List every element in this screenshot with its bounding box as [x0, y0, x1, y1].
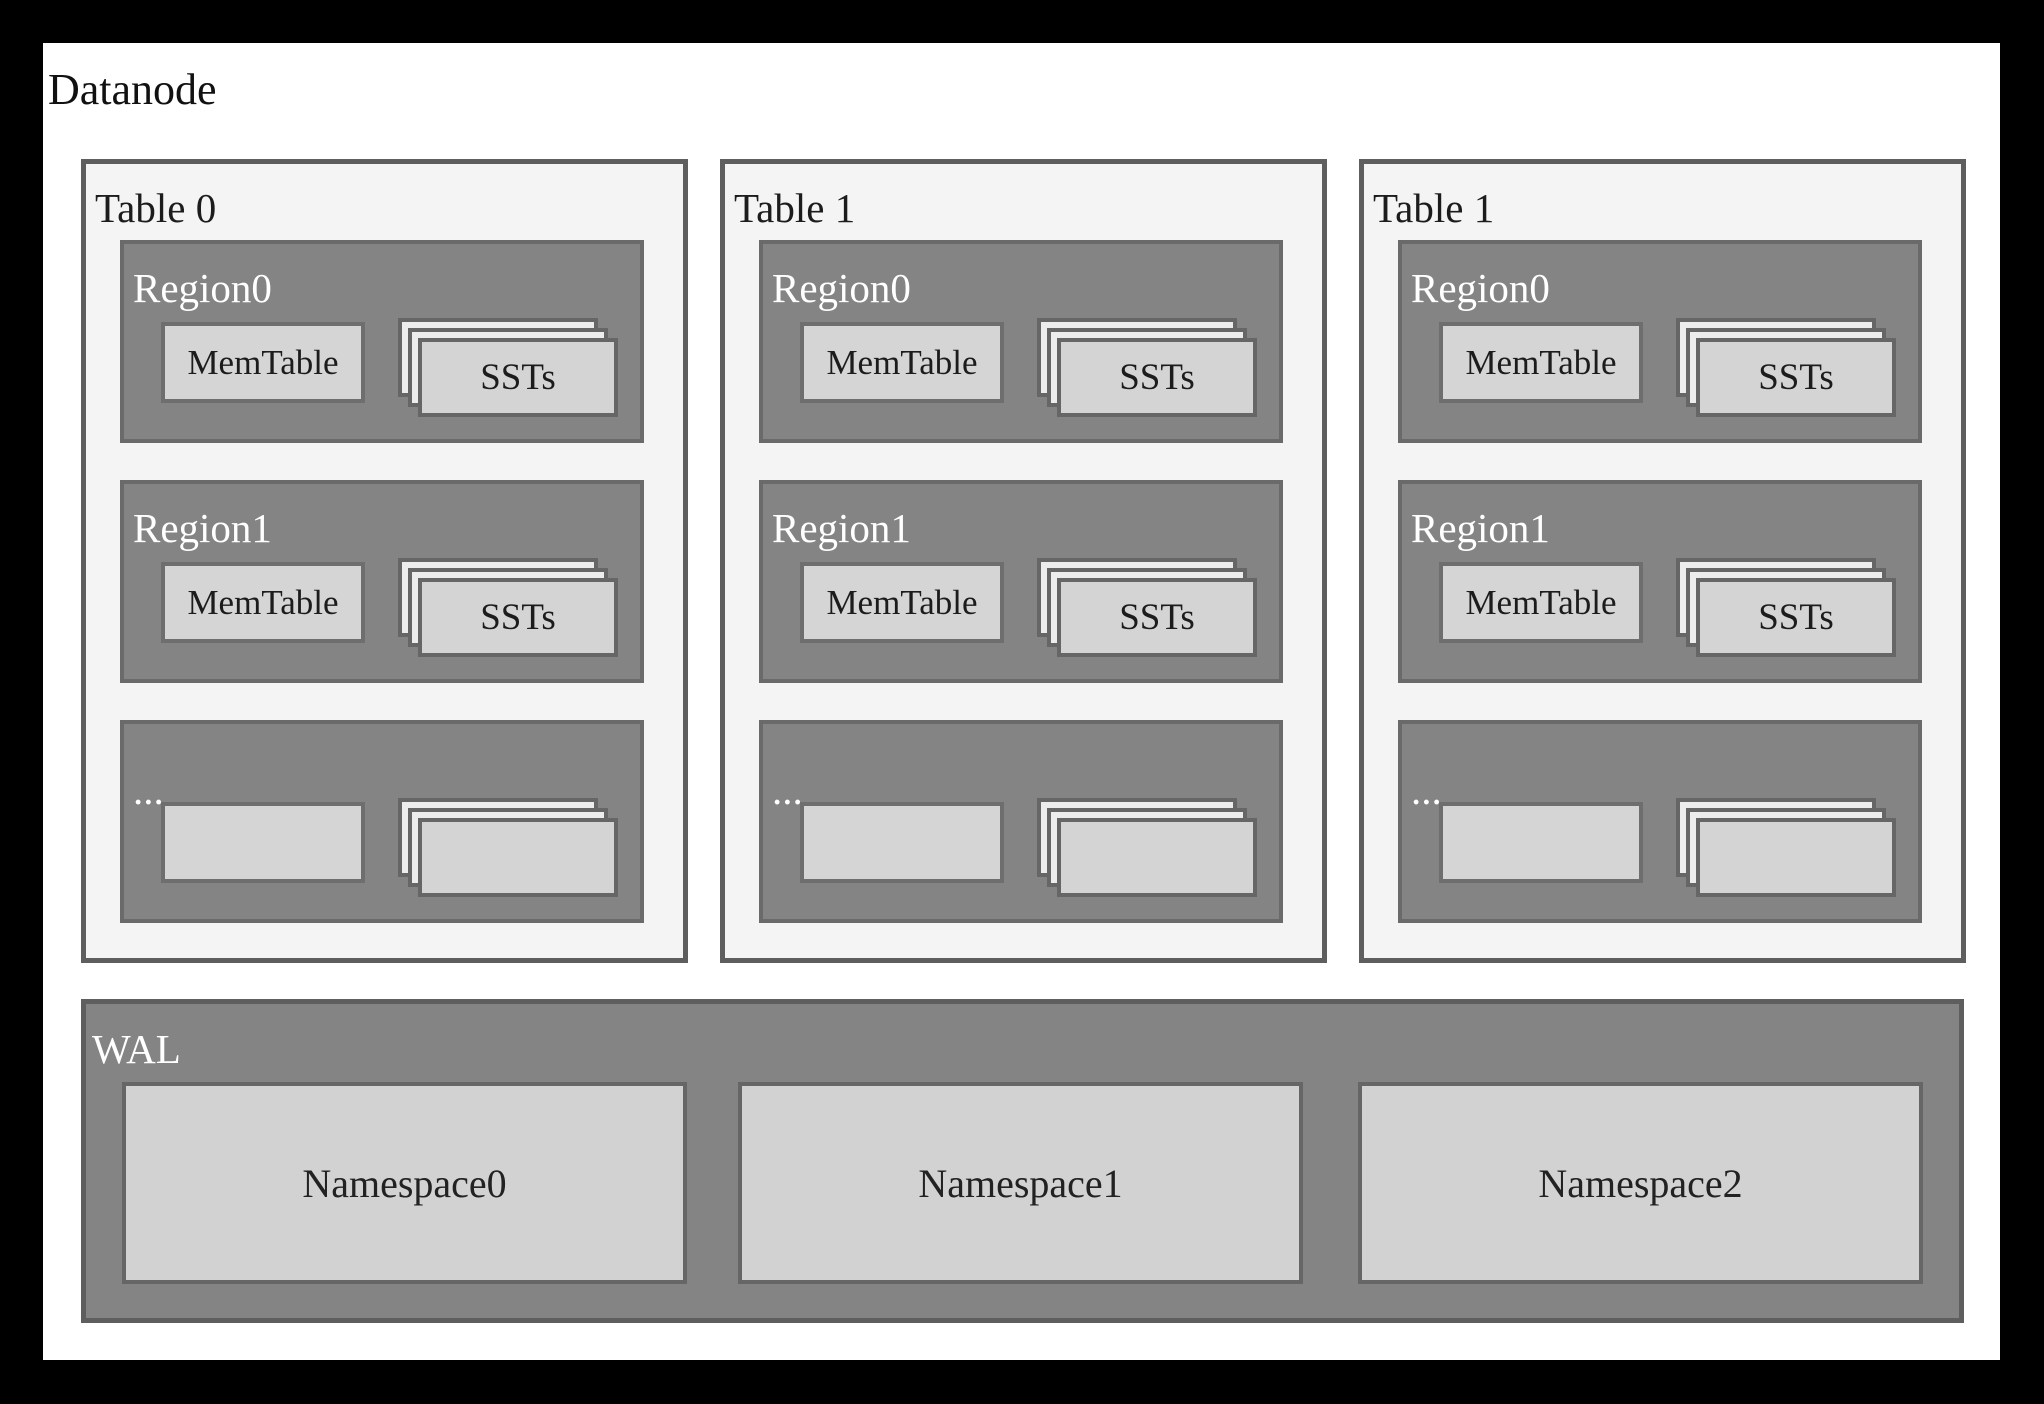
region-box: Region1 MemTable SSTs	[759, 480, 1283, 683]
ssts-stack: SSTs	[1676, 558, 1896, 657]
ssts-sheet-front	[1057, 818, 1257, 897]
region-box: Region1 MemTable SSTs	[1398, 480, 1922, 683]
region-box: Region1 MemTable SSTs	[120, 480, 644, 683]
memtable-box: MemTable	[161, 562, 365, 643]
region-label: Region1	[772, 505, 911, 551]
region-label: Region0	[772, 265, 911, 311]
table-box-0: Table 0 Region0 MemTable SSTs Region1 Me…	[81, 159, 688, 963]
region-label: ...	[1411, 767, 1442, 813]
region-label: ...	[772, 767, 803, 813]
ssts-stack-empty	[1037, 798, 1257, 897]
memtable-box: MemTable	[800, 322, 1004, 403]
namespace-box-0: Namespace0	[122, 1082, 687, 1284]
memtable-box-empty	[1439, 802, 1643, 883]
region-box-ellipsis: ...	[1398, 720, 1922, 923]
ssts-stack-empty	[1676, 798, 1896, 897]
datanode-canvas: Datanode Table 0 Region0 MemTable SSTs R…	[43, 43, 2000, 1360]
ssts-sheet-front: SSTs	[418, 578, 618, 657]
wal-box: WAL Namespace0 Namespace1 Namespace2	[81, 999, 1964, 1323]
namespace-box-2: Namespace2	[1358, 1082, 1923, 1284]
diagram-title: Datanode	[48, 65, 217, 114]
ssts-sheet-front: SSTs	[1057, 338, 1257, 417]
memtable-box-empty	[800, 802, 1004, 883]
ssts-stack: SSTs	[398, 318, 618, 417]
region-label: Region0	[1411, 265, 1550, 311]
wal-label: WAL	[92, 1026, 181, 1072]
region-box-ellipsis: ...	[759, 720, 1283, 923]
table-box-2: Table 1 Region0 MemTable SSTs Region1 Me…	[1359, 159, 1966, 963]
ssts-sheet-front	[418, 818, 618, 897]
ssts-stack-empty	[398, 798, 618, 897]
region-box: Region0 MemTable SSTs	[1398, 240, 1922, 443]
table-label: Table 0	[95, 185, 217, 231]
memtable-box: MemTable	[800, 562, 1004, 643]
memtable-box-empty	[161, 802, 365, 883]
region-label: Region1	[1411, 505, 1550, 551]
ssts-sheet-front: SSTs	[1696, 338, 1896, 417]
table-label: Table 1	[734, 185, 856, 231]
region-box: Region0 MemTable SSTs	[759, 240, 1283, 443]
memtable-box: MemTable	[1439, 562, 1643, 643]
ssts-sheet-front: SSTs	[1696, 578, 1896, 657]
ssts-sheet-front	[1696, 818, 1896, 897]
namespace-box-1: Namespace1	[738, 1082, 1303, 1284]
ssts-stack: SSTs	[1037, 558, 1257, 657]
ssts-sheet-front: SSTs	[418, 338, 618, 417]
ssts-stack: SSTs	[1037, 318, 1257, 417]
region-label: Region0	[133, 265, 272, 311]
region-box: Region0 MemTable SSTs	[120, 240, 644, 443]
region-label: Region1	[133, 505, 272, 551]
ssts-stack: SSTs	[1676, 318, 1896, 417]
memtable-box: MemTable	[1439, 322, 1643, 403]
ssts-stack: SSTs	[398, 558, 618, 657]
table-box-1: Table 1 Region0 MemTable SSTs Region1 Me…	[720, 159, 1327, 963]
ssts-sheet-front: SSTs	[1057, 578, 1257, 657]
region-label: ...	[133, 767, 164, 813]
table-label: Table 1	[1373, 185, 1495, 231]
region-box-ellipsis: ...	[120, 720, 644, 923]
memtable-box: MemTable	[161, 322, 365, 403]
